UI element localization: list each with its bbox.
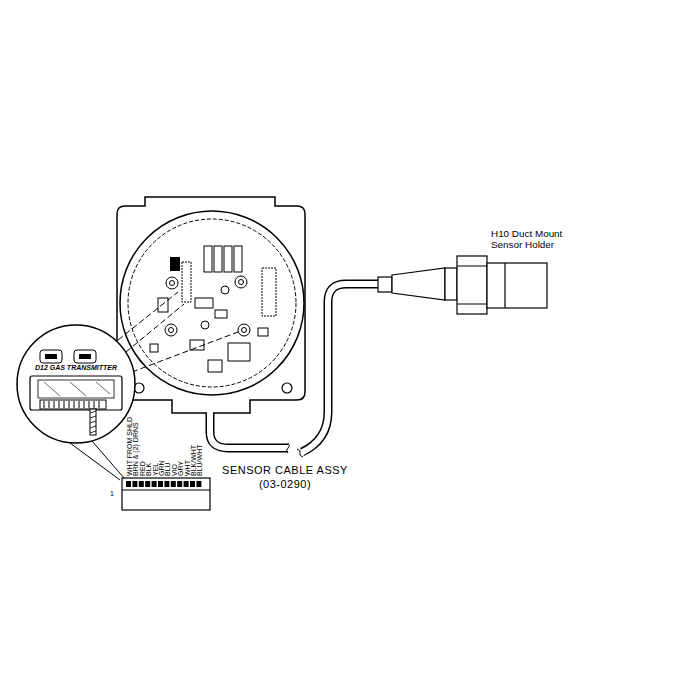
screw [235,276,247,288]
terminal-screw [158,481,163,487]
part-name: H10 Duct Mount Sensor Holder [491,228,581,251]
wire-color: BLK [145,463,152,476]
terminal-screw [171,481,176,487]
display-title: D12 GAS TRANSMITTER [16,364,136,372]
wire-color: GRY [177,461,184,476]
wire-color: BRN & (2) DRNS [132,422,139,476]
wire-color: RED [139,461,146,476]
screw [239,280,244,285]
terminal-screw [126,481,131,487]
chip [228,343,250,361]
wire-color: GRN [158,460,165,476]
terminal-screw [164,481,169,487]
terminal-screw [145,481,150,487]
cable-gland [392,268,445,300]
capacitor [221,286,229,294]
component [258,328,268,336]
pin-header [182,262,191,302]
ribbon-hatch [90,411,96,433]
component [190,340,204,350]
housing-bore [120,211,304,395]
terminal-screws [126,481,201,487]
wire-color: YEL [152,463,159,476]
terminal-screw [177,481,182,487]
component [150,344,158,352]
terminal-screw [184,481,189,487]
nut-flats [457,266,487,304]
display-frame [30,376,122,410]
wire-color: BLK/WHT [190,445,197,476]
relay [204,246,212,272]
relay [234,246,242,272]
keypad-button [40,350,62,363]
relay [214,246,222,272]
ribbon-pin [90,409,96,435]
cable-break [287,443,290,453]
screw [242,328,247,333]
component [195,298,213,308]
component [170,257,180,271]
cable-break [297,449,303,457]
terminal-screw [196,481,201,487]
inset-circle [17,325,135,443]
screw [166,277,178,289]
terminal-block [122,478,210,510]
connector-pins [44,401,99,408]
relay [224,246,232,272]
part-name: SENSOR CABLE ASSY [195,464,375,477]
terminal-screw [152,481,157,487]
terminal-screw [139,481,144,487]
screw [238,324,250,336]
pin-number: 1 [110,490,114,498]
sensor-cable [302,284,379,452]
circuit-board-edge [128,219,296,387]
keypad-button [74,350,96,363]
button-legend [45,354,57,359]
button-legend [79,354,91,359]
leader-line [126,304,184,352]
display-connector [40,400,106,409]
sensor-cable [210,413,288,448]
sensor-cable-core [301,284,380,453]
display-window [38,380,114,398]
component [158,298,168,312]
mounting-hole [282,383,292,393]
gland-neck [445,268,457,300]
node-outline [16,324,136,444]
detail-inset: D12 GAS TRANSMITTER [16,324,136,444]
hex-nut [457,256,487,314]
cable-plug [378,277,392,292]
screw [165,324,177,336]
sensor-holder [378,256,547,314]
sensor-holder-node: H10 Duct Mount Sensor Holder [372,226,572,318]
terminal-screw [132,481,137,487]
screw [169,328,174,333]
leader-line [70,443,120,480]
wire-color: WHT [184,460,191,476]
screw [170,281,175,286]
leader-line [132,332,238,372]
tube-joint [504,263,505,308]
connector [262,268,276,316]
sensor-cable-core [210,412,289,448]
inset-detail [17,325,135,443]
wire-color: BLU [164,462,171,476]
wire-color: WHT FROM SHLD [126,417,133,476]
terminal-screw [190,481,195,487]
wire-color: BLU/WHT [196,445,203,477]
part-number: (03-0290) [195,478,375,491]
sensor-tube [487,263,547,308]
leader-line [92,441,124,478]
display-glare [44,382,110,396]
wire-color: VIO [171,464,178,476]
housing-outline [117,197,305,413]
capacitor [201,321,209,329]
component [208,360,222,372]
component [215,310,227,318]
terminal-block-band [122,490,210,491]
